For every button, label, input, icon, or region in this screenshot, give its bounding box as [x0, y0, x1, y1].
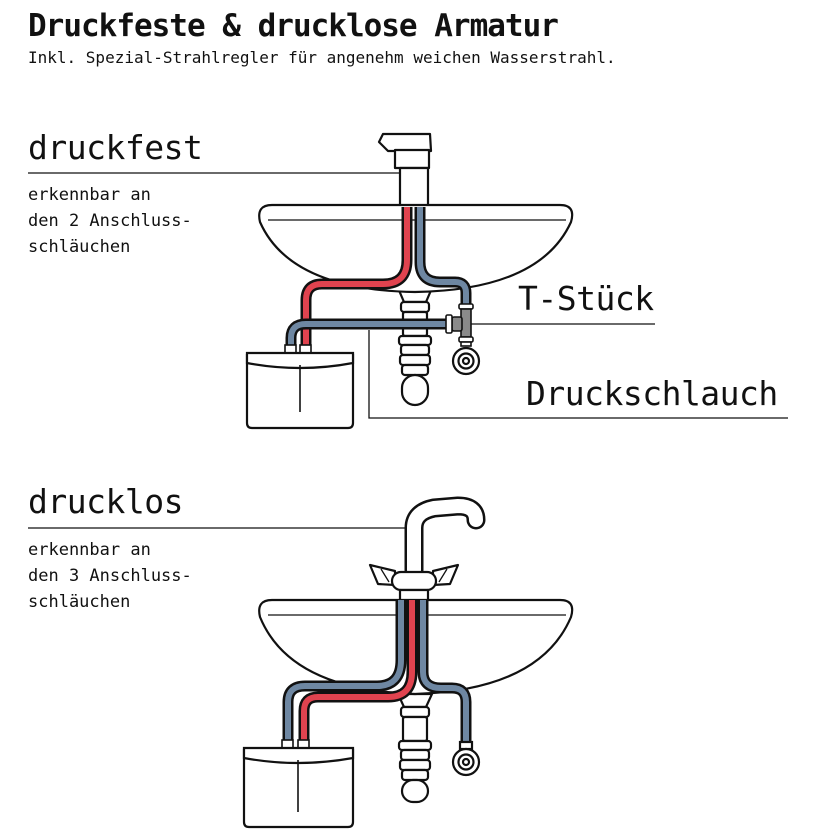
- hot-water-hose: [298, 600, 418, 746]
- t-piece-icon: [445, 303, 474, 347]
- desc-druckfest: erkennbar an den 2 Anschluss- schläuchen: [28, 182, 192, 260]
- label-druckfest: druckfest: [28, 128, 203, 167]
- outlet-hose: [282, 600, 407, 746]
- angle-valve-icon: [451, 740, 481, 777]
- diagram-drucklos: [28, 496, 574, 829]
- label-drucklos: drucklos: [28, 482, 183, 521]
- pressure-hose: [285, 318, 452, 352]
- angle-valve-icon: [451, 346, 481, 376]
- page-title: Druckfeste & drucklose Armatur: [28, 8, 559, 44]
- drain-trap-icon: [396, 692, 434, 804]
- desc-line: den 2 Anschluss-: [28, 211, 192, 231]
- desc-line: schläuchen: [28, 237, 131, 257]
- drain-trap-icon: [396, 286, 434, 407]
- faucet-spout-icon: [404, 496, 486, 580]
- desc-line: erkennbar an: [28, 540, 151, 560]
- faucet-lever-icon: [377, 132, 433, 208]
- callout-pressure-hose: Druckschlauch: [526, 374, 778, 413]
- page-subtitle: Inkl. Spezial-Strahlregler für angenehm …: [28, 48, 616, 67]
- desc-line: erkennbar an: [28, 185, 151, 205]
- faucet-mixer-icon: [368, 563, 460, 604]
- callout-t-piece: T-Stück: [518, 279, 654, 318]
- water-heater-icon: [245, 344, 355, 430]
- desc-drucklos: erkennbar an den 3 Anschluss- schläuchen: [28, 537, 192, 615]
- desc-line: den 3 Anschluss-: [28, 566, 192, 586]
- cold-water-hose: [417, 600, 472, 742]
- leader-pressure-hose: [368, 330, 788, 419]
- diagram-druckfest: [28, 132, 788, 430]
- desc-line: schläuchen: [28, 592, 131, 612]
- water-heater-icon: [242, 739, 355, 829]
- cold-water-hose: [414, 207, 472, 306]
